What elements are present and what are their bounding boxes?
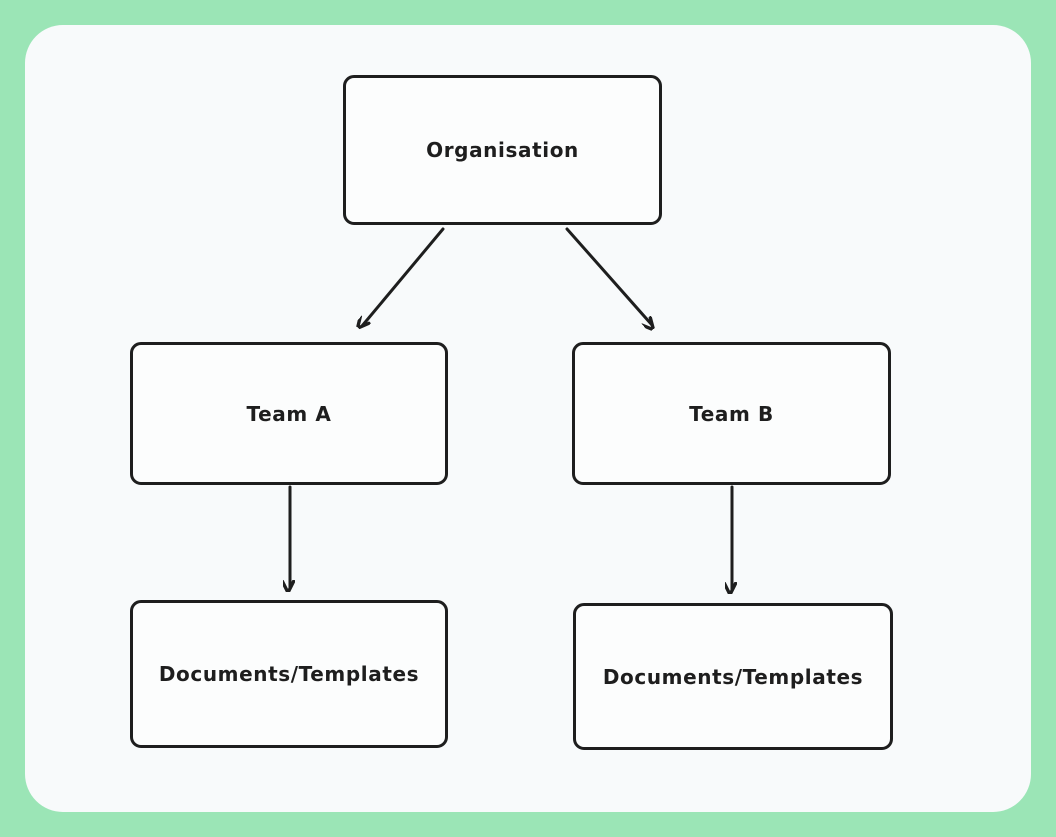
node-team-a-label: Team A (246, 401, 332, 426)
node-team-b[interactable]: Team B (572, 342, 891, 485)
node-organisation-label: Organisation (426, 138, 579, 162)
node-documents-templates-left-label: Documents/Templates (158, 662, 420, 686)
node-team-a[interactable]: Team A (130, 342, 448, 485)
node-documents-templates-right-label: Documents/Templates (602, 664, 864, 689)
node-documents-templates-left[interactable]: Documents/Templates (130, 600, 448, 748)
node-team-b-label: Team B (689, 401, 774, 426)
node-documents-templates-right[interactable]: Documents/Templates (573, 603, 893, 750)
node-organisation[interactable]: Organisation (343, 75, 662, 225)
